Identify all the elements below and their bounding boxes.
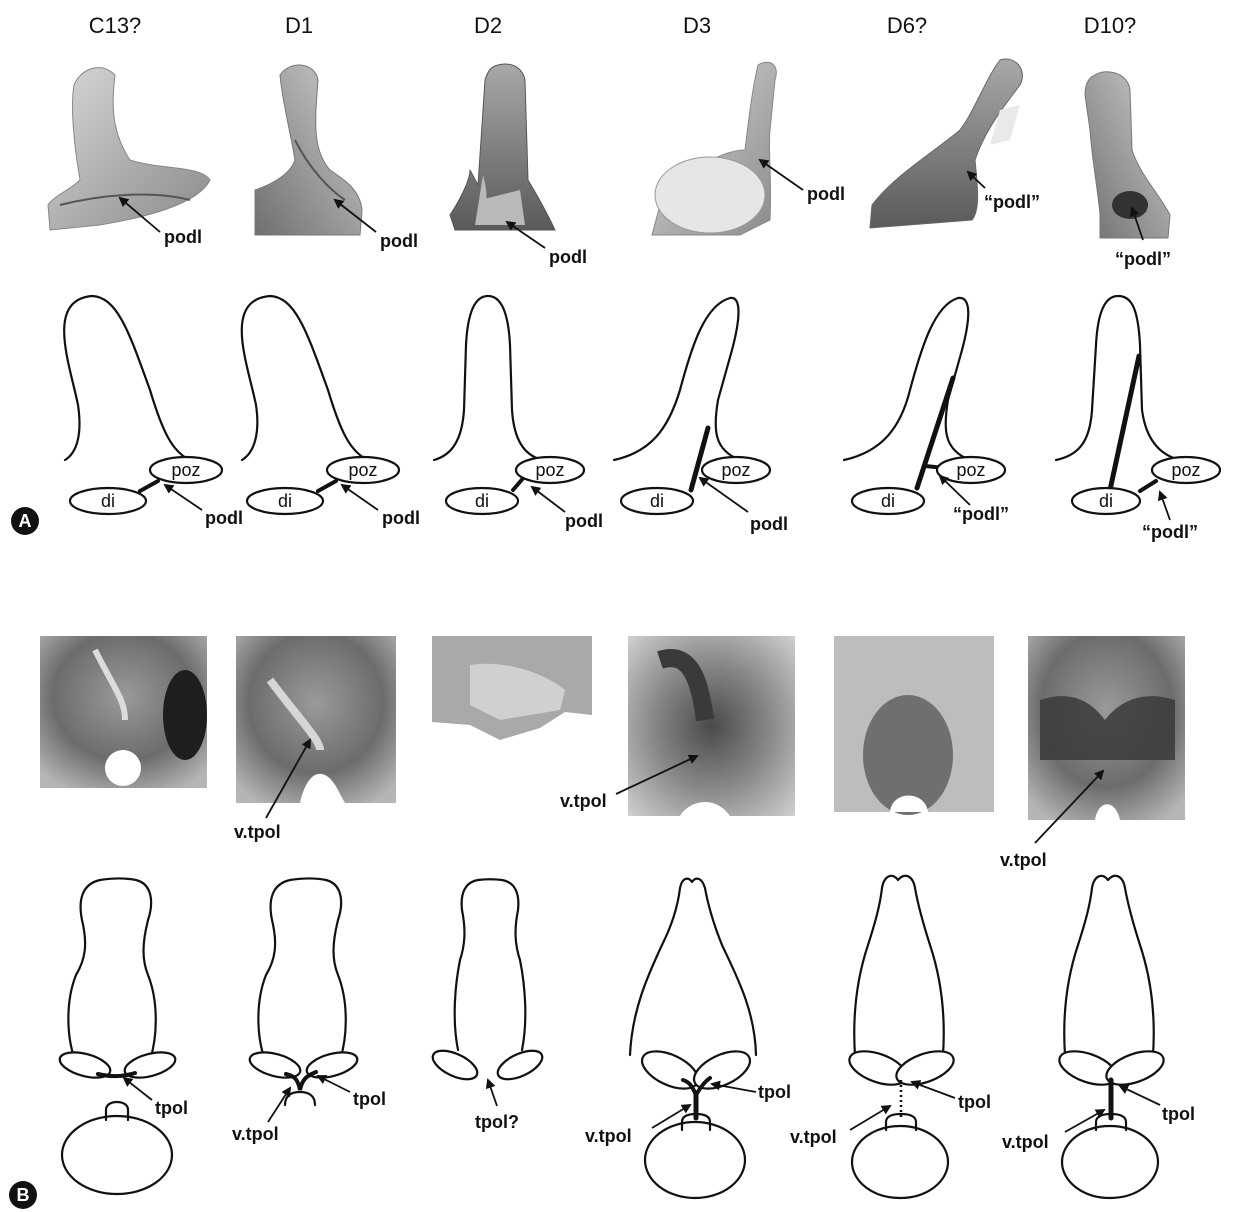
panel-b-drawing-c13: tpol [57, 879, 188, 1195]
label-b-drawing-d6-tpol: tpol [958, 1092, 991, 1112]
panel-a-letter: A [19, 511, 32, 531]
ellipse-di-d1: di [278, 491, 292, 511]
column-title-d1: D1 [285, 13, 313, 38]
ellipse-poz-d6: poz [956, 460, 985, 480]
column-title-d3: D3 [683, 13, 711, 38]
column-title-d6: D6? [887, 13, 927, 38]
ellipse-di-d6: di [881, 491, 895, 511]
panel-b-photo-c13 [40, 636, 207, 788]
label-a-photo-d10: “podl” [1115, 249, 1171, 269]
panel-a-drawing-d6: di poz “podl” [844, 298, 1009, 524]
label-b-drawing-d1-vtpol: v.tpol [232, 1124, 279, 1144]
label-b-drawing-d2: tpol? [475, 1112, 519, 1132]
label-b-drawing-c13: tpol [155, 1098, 188, 1118]
panel-a-photo-d10 [1085, 72, 1170, 238]
panel-a-drawing-c13: di poz podl [64, 296, 243, 528]
panel-a-drawing-d10: di poz “podl” [1056, 296, 1220, 542]
panel-b-drawing-d10: v.tpol tpol [1002, 876, 1195, 1198]
label-b-drawing-d10-vtpol: v.tpol [1002, 1132, 1049, 1152]
panel-b-photo-d3 [628, 636, 795, 816]
panel-b-drawing-d3: v.tpol tpol [585, 879, 791, 1198]
ellipse-di-d10: di [1099, 491, 1113, 511]
panel-a-drawing-d1: di poz podl [242, 296, 420, 528]
label-b-drawing-d6-vtpol: v.tpol [790, 1127, 837, 1147]
label-a-drawing-c13: podl [205, 508, 243, 528]
panel-b-drawing-d6: v.tpol tpol [790, 876, 991, 1198]
ellipse-poz-d1: poz [348, 460, 377, 480]
label-b-photo-d1: v.tpol [234, 822, 281, 842]
label-b-drawing-d1-tpol: tpol [353, 1089, 386, 1109]
ellipse-poz-d2: poz [535, 460, 564, 480]
label-b-drawing-d3-vtpol: v.tpol [585, 1126, 632, 1146]
column-title-d10: D10? [1084, 13, 1137, 38]
label-a-photo-d2: podl [549, 247, 587, 267]
panel-b-photo-d1 [236, 636, 396, 803]
panel-b-photo-d2 [432, 636, 592, 740]
panel-b-drawing-d2: tpol? [429, 879, 547, 1132]
ellipse-poz-d10: poz [1171, 460, 1200, 480]
label-b-drawing-d3-tpol: tpol [758, 1082, 791, 1102]
label-a-drawing-d2: podl [565, 511, 603, 531]
label-a-drawing-d1: podl [382, 508, 420, 528]
panel-b-drawing-d1: v.tpol tpol [232, 879, 386, 1145]
ellipse-poz-d3: poz [721, 460, 750, 480]
column-title-d2: D2 [474, 13, 502, 38]
panel-a-drawing-d3: di poz podl [614, 298, 788, 534]
label-a-photo-c13: podl [164, 227, 202, 247]
label-b-drawing-d10-tpol: tpol [1162, 1104, 1195, 1124]
panel-a-photo-d2 [450, 64, 555, 230]
label-a-drawing-d10: “podl” [1142, 522, 1198, 542]
label-b-photo-d10: v.tpol [1000, 850, 1047, 870]
label-a-photo-d3: podl [807, 184, 845, 204]
panel-a-drawing-d2: di poz podl [434, 296, 603, 531]
label-a-drawing-d6: “podl” [953, 504, 1009, 524]
ellipse-di-d2: di [475, 491, 489, 511]
panel-a-photo-d3 [652, 62, 776, 235]
label-a-drawing-d3: podl [750, 514, 788, 534]
ellipse-poz-c13: poz [171, 460, 200, 480]
column-title-c13: C13? [89, 13, 142, 38]
label-b-photo-d3: v.tpol [560, 791, 607, 811]
panel-b-photo-d6 [834, 636, 994, 815]
ellipse-di-d3: di [650, 491, 664, 511]
label-a-photo-d6: “podl” [984, 192, 1040, 212]
panel-b-letter: B [17, 1185, 30, 1205]
label-a-photo-d1: podl [380, 231, 418, 251]
panel-b-photo-d10 [1028, 636, 1185, 820]
ellipse-di-c13: di [101, 491, 115, 511]
